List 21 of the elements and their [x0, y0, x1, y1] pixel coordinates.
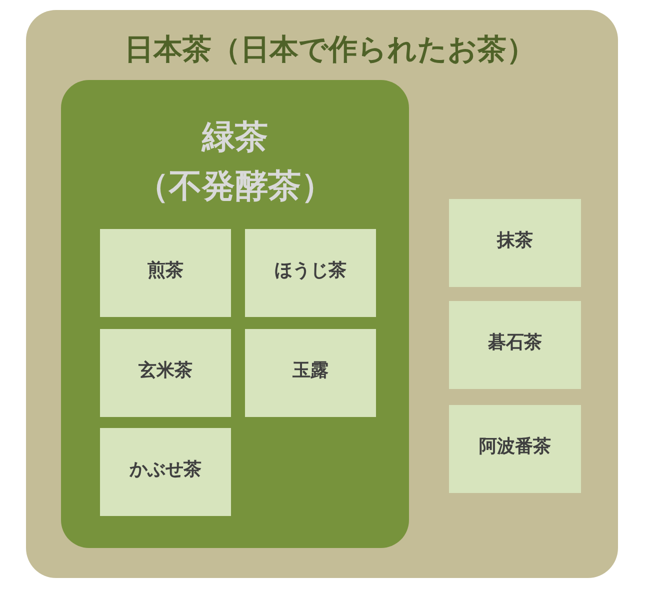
tile-label: 玉露 [292, 359, 328, 383]
tea-tile [245, 229, 376, 317]
tea-tile [100, 229, 231, 317]
tile-label: ほうじ茶 [274, 259, 346, 283]
category-panel [26, 10, 618, 578]
tea-tile [100, 428, 231, 516]
tile-label: 玄米茶 [138, 359, 192, 383]
group-title: （不発酵茶） [136, 164, 334, 207]
tea-tile [449, 301, 581, 389]
tile-label: 碁石茶 [488, 331, 542, 355]
group-title: 緑茶 [202, 116, 268, 158]
tile-label: かぶせ茶 [130, 458, 202, 482]
tea-tile [449, 405, 581, 493]
tile-label: 抹茶 [497, 229, 533, 253]
tile-label: 煎茶 [148, 259, 184, 283]
tile-label: 阿波番茶 [479, 435, 551, 459]
group-panel [61, 80, 409, 548]
tea-tile [245, 329, 376, 417]
panel-title: 日本茶（日本で作られたお茶） [124, 32, 536, 67]
tea-tile [449, 199, 581, 287]
tea-tile [100, 329, 231, 417]
